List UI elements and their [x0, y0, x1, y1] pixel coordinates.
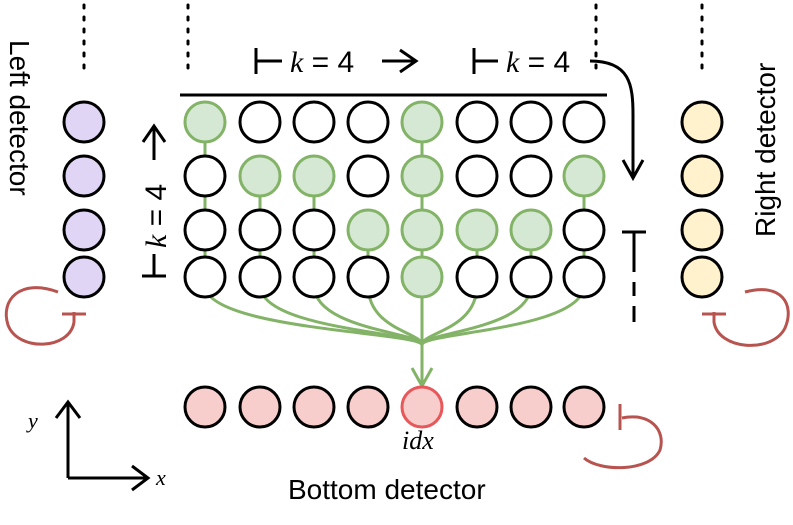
- k-label-top-right: k = 4: [472, 46, 645, 182]
- bottom-detector-label: Bottom detector: [288, 474, 486, 505]
- pixel-grid: [183, 100, 606, 299]
- k-label-vertical: k = 4: [140, 123, 173, 278]
- idx-label: idx: [402, 426, 434, 455]
- grid-cell-highlighted: [400, 208, 444, 252]
- grid-cell-highlighted: [509, 208, 553, 252]
- grid-cell: [562, 255, 606, 299]
- grid-cell-highlighted: [346, 208, 390, 252]
- grid-cell: [346, 154, 390, 198]
- grid-cell: [183, 255, 227, 299]
- grid-cell: [238, 255, 282, 299]
- right-detector-cell: [680, 154, 724, 198]
- k-label-top-left: k = 4: [254, 46, 419, 79]
- left-detector-label: Left detector: [4, 40, 35, 196]
- left-detector-cell: [62, 154, 106, 198]
- left-detector-cell: [62, 255, 106, 299]
- right-feedback-loop: [702, 288, 790, 347]
- right-detector-label: Right detector: [750, 63, 781, 237]
- k-bracket-right: [622, 230, 646, 322]
- grid-cell: [183, 208, 227, 252]
- k-value-text: = 4: [140, 184, 173, 235]
- grid-cell: [455, 255, 499, 299]
- grid-cell-highlighted: [400, 100, 444, 144]
- bottom-detector-cell: [455, 385, 499, 429]
- axes-icon: [54, 399, 151, 492]
- bottom-detector-cell: [292, 385, 336, 429]
- grid-cell-highlighted: [400, 255, 444, 299]
- left-detector-cell: [62, 100, 106, 144]
- k-value-text: = 4: [303, 46, 354, 79]
- grid-cell-highlighted: [292, 154, 336, 198]
- grid-cell: [509, 255, 553, 299]
- k-var-text: k: [290, 46, 304, 79]
- k-var-text: k: [140, 234, 173, 248]
- convergence-curve: [420, 176, 586, 347]
- bottom-detector-cell: [562, 385, 606, 429]
- bottom-detector-cell: [346, 385, 390, 429]
- k-var-text: k: [506, 46, 520, 79]
- bottom-detector-cell-idx: [400, 385, 444, 429]
- bottom-detector-cell: [238, 385, 282, 429]
- bottom-detector-cell: [509, 385, 553, 429]
- grid-cell: [292, 100, 336, 144]
- left-detector: [62, 100, 106, 299]
- grid-cell: [562, 100, 606, 144]
- top-ellipsis-dots: [82, 3, 704, 72]
- grid-cell: [238, 208, 282, 252]
- right-detector-cell: [680, 208, 724, 252]
- svg-text:k = 4: k = 4: [140, 184, 173, 248]
- left-feedback-loop: [4, 286, 86, 346]
- convergence-curve: [258, 176, 424, 347]
- bottom-detector-cell: [183, 385, 227, 429]
- convergence-arrow: [410, 345, 434, 390]
- grid-cell-highlighted: [562, 154, 606, 198]
- bottom-feedback-loop: [583, 404, 663, 470]
- k-value-text: = 4: [519, 46, 570, 79]
- grid-cell: [292, 208, 336, 252]
- grid-cell: [346, 100, 390, 144]
- grid-cell-highlighted: [400, 154, 444, 198]
- left-detector-cell: [62, 208, 106, 252]
- grid-cell: [455, 100, 499, 144]
- grid-cell: [292, 255, 336, 299]
- grid-cell: [509, 100, 553, 144]
- right-detector-cell: [680, 255, 724, 299]
- right-detector-cell: [680, 100, 724, 144]
- svg-text:k = 4: k = 4: [290, 46, 354, 79]
- grid-cell-highlighted: [455, 208, 499, 252]
- grid-cell: [346, 255, 390, 299]
- grid-cell: [562, 208, 606, 252]
- bottom-detector: [183, 385, 606, 429]
- grid-cell-highlighted: [238, 154, 282, 198]
- grid-cell: [238, 100, 282, 144]
- grid-cell: [455, 154, 499, 198]
- svg-text:k = 4: k = 4: [506, 46, 570, 79]
- axis-x-label: x: [155, 465, 166, 490]
- grid-cell: [509, 154, 553, 198]
- grid-cell-highlighted: [183, 100, 227, 144]
- axis-y-label: y: [26, 408, 38, 433]
- right-detector: [680, 100, 724, 299]
- grid-cell: [183, 154, 227, 198]
